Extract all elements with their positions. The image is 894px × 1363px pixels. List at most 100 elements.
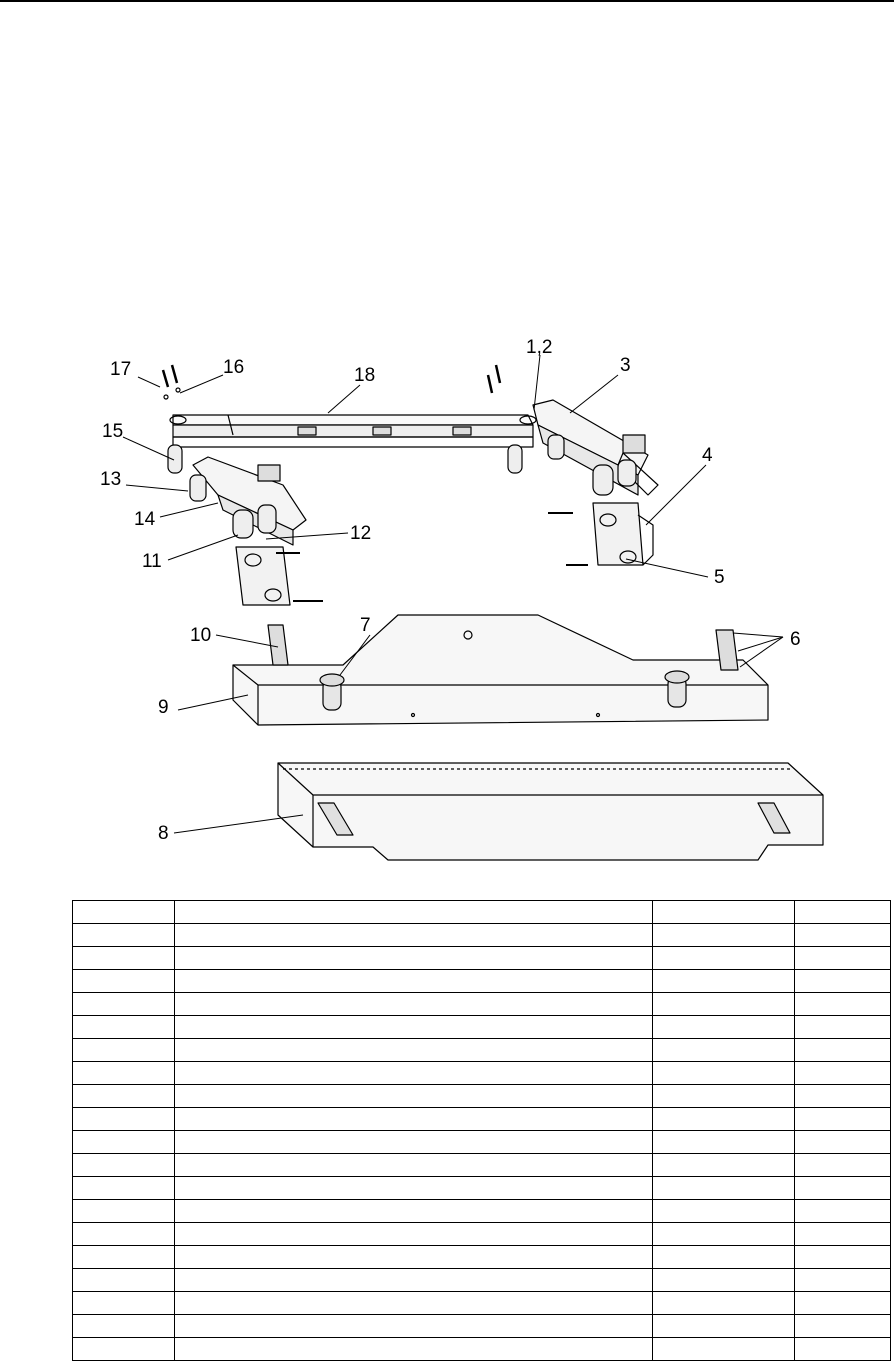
- parts-list-table: [72, 900, 891, 1361]
- table-row: [72, 1268, 891, 1292]
- table-cell: [794, 1337, 891, 1361]
- table-cell: [652, 923, 795, 947]
- table-cell: [72, 946, 175, 970]
- table-cell: [174, 1199, 653, 1223]
- callout-4: 4: [702, 445, 713, 466]
- table-cell: [72, 1084, 175, 1108]
- table-row: [72, 923, 891, 947]
- callout-14: 14: [134, 509, 156, 530]
- callout-18: 18: [354, 365, 375, 386]
- table-row: [72, 1222, 891, 1246]
- header-rule: [0, 0, 894, 2]
- part-right-arm: [532, 399, 659, 496]
- callout-12: 12: [350, 523, 371, 544]
- table-cell: [652, 1291, 795, 1315]
- part-base-plate: [232, 614, 769, 726]
- table-cell: [652, 1245, 795, 1269]
- table-cell: [174, 969, 653, 993]
- table-cell: [652, 1153, 795, 1177]
- table-cell: [794, 1245, 891, 1269]
- table-cell: [794, 1061, 891, 1085]
- table-cell: [794, 992, 891, 1016]
- table-header-cell: [174, 900, 653, 924]
- table-cell: [72, 1130, 175, 1154]
- table-row: [72, 1130, 891, 1154]
- table-cell: [174, 1038, 653, 1062]
- table-row: [72, 1314, 891, 1338]
- table-cell: [794, 923, 891, 947]
- callout-7: 7: [360, 615, 371, 636]
- table-row: [72, 946, 891, 970]
- table-row: [72, 1084, 891, 1108]
- table-header-cell: [652, 900, 795, 924]
- table-row: [72, 992, 891, 1016]
- table-cell: [652, 1061, 795, 1085]
- table-row: [72, 969, 891, 993]
- table-cell: [72, 1038, 175, 1062]
- table-cell: [174, 1130, 653, 1154]
- table-cell: [652, 1130, 795, 1154]
- callout-15: 15: [102, 421, 123, 442]
- table-cell: [794, 969, 891, 993]
- table-cell: [72, 1337, 175, 1361]
- table-cell: [174, 1268, 653, 1292]
- callout-1-2: 1,2: [526, 337, 552, 358]
- table-cell: [174, 1337, 653, 1361]
- exploded-assembly-drawing: 17 16 18 1,2 3 15 4 13 14 12 11 5 7 10 6…: [100, 337, 824, 861]
- table-cell: [72, 1245, 175, 1269]
- table-row: [72, 1107, 891, 1131]
- table-cell: [174, 1015, 653, 1039]
- table-cell: [72, 1268, 175, 1292]
- table-cell: [652, 946, 795, 970]
- callout-10: 10: [190, 625, 211, 646]
- table-header-row: [72, 900, 891, 924]
- table-cell: [794, 946, 891, 970]
- table-cell: [72, 1199, 175, 1223]
- table-cell: [174, 946, 653, 970]
- table-row: [72, 1061, 891, 1085]
- table-row: [72, 1199, 891, 1223]
- table-cell: [72, 1314, 175, 1338]
- table-cell: [174, 1084, 653, 1108]
- part-left-arm: [189, 456, 307, 546]
- table-cell: [174, 1176, 653, 1200]
- table-cell: [794, 1038, 891, 1062]
- table-cell: [174, 1314, 653, 1338]
- table-cell: [72, 1107, 175, 1131]
- table-cell: [652, 1268, 795, 1292]
- table-cell: [72, 1176, 175, 1200]
- table-row: [72, 1176, 891, 1200]
- part-right-bracket: [548, 502, 654, 566]
- part-long-link: [169, 414, 537, 448]
- table-cell: [794, 1084, 891, 1108]
- table-cell: [174, 1107, 653, 1131]
- table-cell: [652, 1222, 795, 1246]
- callout-13: 13: [100, 469, 121, 490]
- table-row: [72, 1337, 891, 1361]
- table-cell: [652, 969, 795, 993]
- table-cell: [72, 1015, 175, 1039]
- table-cell: [72, 1153, 175, 1177]
- table-cell: [72, 1061, 175, 1085]
- table-cell: [652, 992, 795, 1016]
- table-body: [72, 923, 891, 1361]
- table-cell: [174, 1291, 653, 1315]
- table-cell: [794, 1130, 891, 1154]
- table-cell: [652, 1015, 795, 1039]
- table-cell: [174, 1061, 653, 1085]
- table-cell: [794, 1015, 891, 1039]
- callout-5: 5: [714, 567, 725, 588]
- callout-11: 11: [142, 551, 162, 572]
- table-cell: [652, 1199, 795, 1223]
- table-row: [72, 1245, 891, 1269]
- table-row: [72, 1038, 891, 1062]
- table-cell: [174, 1245, 653, 1269]
- table-cell: [72, 923, 175, 947]
- table-cell: [72, 1222, 175, 1246]
- table-cell: [794, 1153, 891, 1177]
- table-cell: [794, 1199, 891, 1223]
- table-cell: [652, 1107, 795, 1131]
- table-cell: [794, 1222, 891, 1246]
- table-cell: [174, 992, 653, 1016]
- table-cell: [652, 1337, 795, 1361]
